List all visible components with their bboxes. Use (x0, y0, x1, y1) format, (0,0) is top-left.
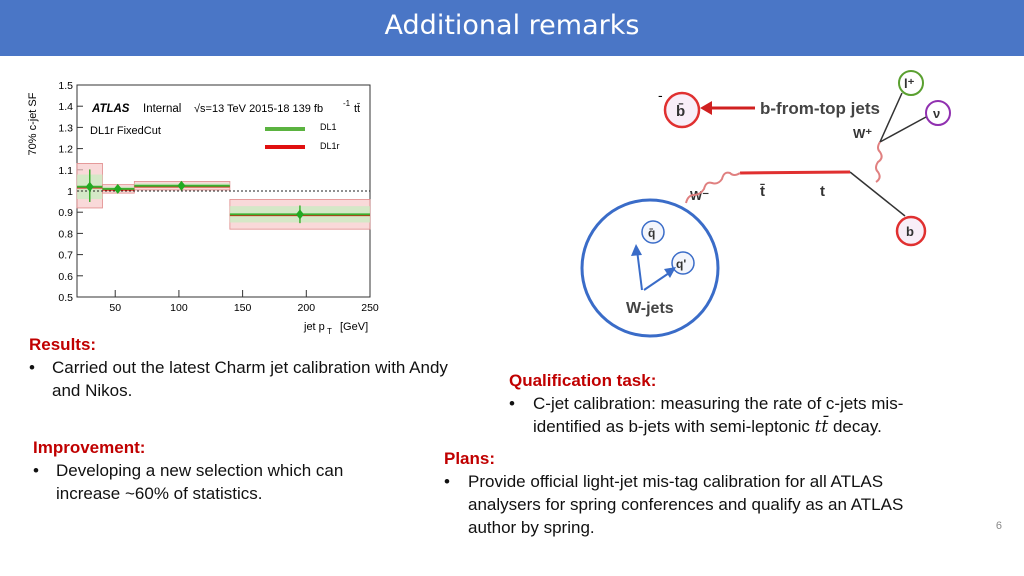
lplus-line (879, 92, 903, 143)
arrowhead-left-icon (700, 101, 712, 115)
bullet-icon: • (29, 358, 35, 377)
w-jets-circle (580, 198, 720, 338)
y-tick-label: 1.2 (58, 144, 73, 156)
slide-title: Additional remarks (384, 10, 640, 41)
plans-item: • Provide official light-jet mis-tag cal… (444, 470, 949, 539)
energy-label: √s=13 TeV 2015-18 139 fb (194, 103, 323, 115)
results-item-text: Carried out the latest Charm jet calibra… (52, 358, 448, 400)
y-tick-label: 1 (67, 186, 73, 198)
uncertainty-bands (76, 163, 371, 230)
qualification-text-part2: decay. (828, 417, 882, 436)
t-label: t (820, 183, 825, 200)
data-point-marker (177, 180, 186, 191)
results-heading: Results: (29, 335, 97, 354)
qbar-arrowhead-icon (631, 244, 642, 256)
qualification-heading: Qualification task: (509, 371, 657, 390)
lplus-label: l⁺ (904, 76, 915, 91)
wplus-wavy (875, 141, 883, 183)
y-tick-label: 1.5 (58, 80, 73, 92)
qprime-arrowhead-icon (664, 267, 676, 278)
plot-xlabel-sub: T (327, 327, 332, 336)
y-tick-label: 0.5 (58, 292, 73, 304)
qbar-arrow (636, 249, 643, 291)
atlas-label: ATLAS (91, 103, 130, 115)
nu-label: ν (933, 106, 940, 121)
bbar-circle (663, 91, 701, 129)
y-axis-ticks: 0.5 0.6 0.7 0.8 0.9 1 1.1 1.2 1.3 1.4 1.5 (58, 80, 83, 304)
x-tick-label: 100 (170, 302, 188, 314)
y-tick-label: 0.6 (58, 271, 73, 283)
y-tick-label: 1.3 (58, 122, 73, 134)
wplus-label: W⁺ (853, 126, 872, 141)
x-tick-label: 200 (298, 302, 316, 314)
x-tick-label: 150 (234, 302, 252, 314)
qbar-label: q̄ (648, 226, 655, 240)
bbar-label: b̄ (676, 102, 685, 120)
plot-xlabel-unit: [GeV] (340, 321, 368, 333)
improvement-item: • Developing a new selection which can i… (33, 459, 393, 505)
legend-dl1r-label: DL1r (320, 141, 340, 151)
y-tick-label: 1.1 (58, 165, 73, 177)
x-tick-label: 250 (361, 302, 379, 314)
lplus-circle (898, 70, 924, 96)
improvement-item-text: Developing a new selection which can inc… (56, 461, 344, 503)
qualification-item: • C-jet calibration: measuring the rate … (509, 392, 959, 439)
bullet-icon: • (33, 461, 39, 480)
qualification-text-part1: C-jet calibration: measuring the rate of… (533, 394, 904, 436)
data-points (77, 169, 370, 224)
improvement-heading: Improvement: (33, 438, 146, 457)
data-point-marker (295, 209, 304, 220)
y-tick-label: 0.7 (58, 250, 73, 262)
plans-item-text: Provide official light-jet mis-tag calib… (468, 472, 904, 537)
qualification-text-math: tt̄ (814, 417, 829, 437)
results-item: • Carried out the latest Charm jet calib… (29, 356, 459, 402)
sf-plot: 70% c-jet SF 0.5 0.6 0.7 0.8 0.9 1 1.1 1.2 1.3 1.… (27, 80, 379, 336)
plot-ylabel: 70% c-jet SF (27, 92, 39, 155)
legend-dl1-label: DL1 (320, 122, 337, 132)
qprime-circle (671, 251, 695, 275)
x-axis-ticks: 50 100 150 200 250 (109, 290, 379, 314)
data-point-marker (113, 183, 122, 194)
wminus-label: W⁻ (690, 188, 709, 203)
process-label: tt̄ (354, 103, 360, 115)
plot-xlabel: jet p (303, 321, 325, 333)
x-tick-label: 50 (109, 302, 121, 314)
tagger-label: DL1r FixedCut (90, 125, 161, 137)
y-tick-label: 1.4 (58, 101, 73, 113)
qprime-label: q' (676, 257, 686, 271)
y-tick-label: 0.9 (58, 207, 73, 219)
wminus-wavy (685, 171, 741, 204)
w-jets-label: W-jets (626, 300, 674, 317)
nu-circle (925, 100, 951, 126)
internal-label: Internal (143, 103, 181, 115)
qprime-arrow (643, 270, 673, 291)
tbar-label: t̄ (759, 183, 765, 200)
title-bar (0, 0, 1024, 56)
qbar-circle (641, 220, 665, 244)
page-number: 6 (995, 520, 1002, 532)
b-from-top-label: b-from-top jets (760, 99, 880, 118)
b-circle (895, 215, 927, 247)
b-line (849, 171, 906, 217)
bullet-icon: • (509, 394, 515, 413)
data-point-marker (85, 181, 94, 192)
plans-heading: Plans: (444, 449, 496, 468)
top-propagator (739, 170, 851, 175)
top-label-dash: - (658, 87, 663, 103)
lumi-exponent: -1 (343, 99, 351, 108)
b-label: b (906, 224, 914, 239)
bullet-icon: • (444, 472, 450, 491)
y-tick-label: 0.8 (58, 228, 73, 240)
nu-line (879, 116, 927, 143)
ttbar-diagram: - b̄ b-from-top jets l⁺ ν W⁺ b t̄ t W⁻ q… (580, 70, 951, 338)
qualification-item-text: C-jet calibration: measuring the rate of… (533, 392, 959, 439)
